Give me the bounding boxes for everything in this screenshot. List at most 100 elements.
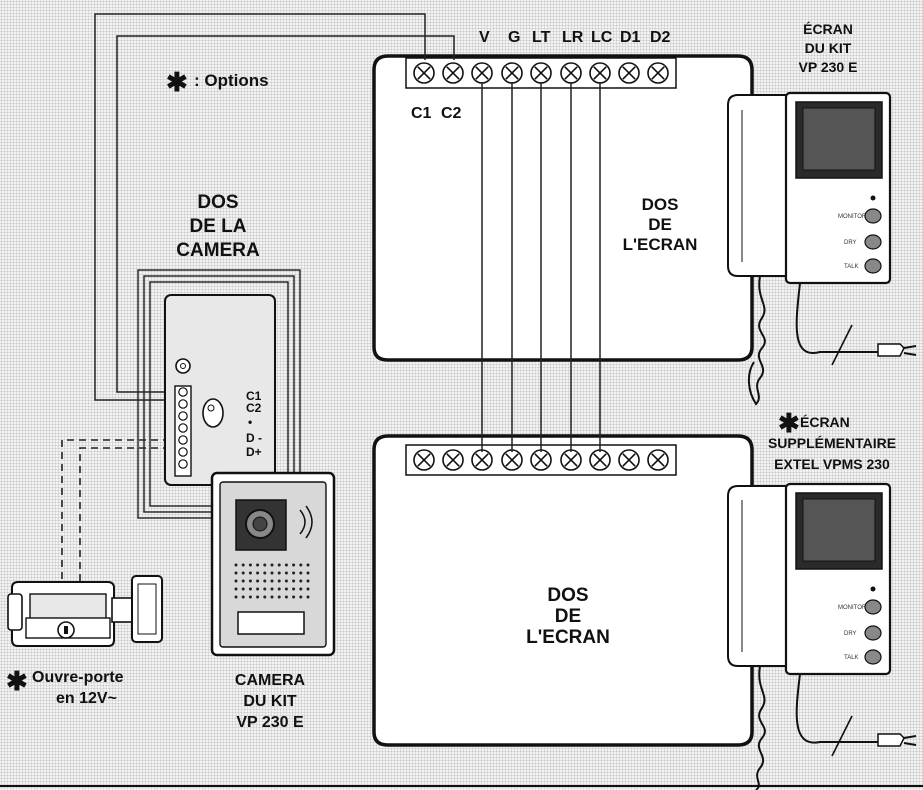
speaker-hole <box>299 571 303 575</box>
terminal-screw-icon <box>560 62 582 84</box>
speaker-hole <box>241 571 245 575</box>
terminal-screw-icon <box>647 62 669 84</box>
speaker-hole <box>241 587 245 591</box>
speaker-hole <box>248 587 252 591</box>
speaker-hole <box>284 563 288 567</box>
adjuster-icon <box>202 398 224 428</box>
speaker-hole <box>299 579 303 583</box>
screen-back-bottom: DOS DE L'ECRAN <box>372 434 754 747</box>
options-legend-text: : Options <box>194 71 269 90</box>
terminal-label-lt: LT <box>532 29 551 46</box>
screen-back-title-line3: L'ECRAN <box>623 235 698 254</box>
power-cord <box>795 282 880 355</box>
terminal-screws-top <box>413 62 669 84</box>
screen-back-title-line1: DOS <box>642 195 679 214</box>
speaker-hole <box>277 587 281 591</box>
speaker-hole <box>256 571 260 575</box>
handset-cord <box>755 665 766 790</box>
terminal-label-d1: D1 <box>620 29 641 46</box>
plug-icon <box>877 733 905 747</box>
speaker-hole <box>248 579 252 583</box>
terminal-screw-icon <box>471 449 493 471</box>
speaker-hole <box>270 579 274 583</box>
speaker-hole <box>263 595 267 599</box>
screen-back-top: V G LT LR LC D1 D2 C1 C2 DOS DE L'ECRAN <box>372 29 754 362</box>
speaker-hole <box>284 587 288 591</box>
speaker-hole <box>292 563 296 567</box>
extra-screen-label-line1: ÉCRAN <box>800 414 850 430</box>
speaker-hole <box>306 595 310 599</box>
speaker-hole <box>299 595 303 599</box>
power-cord <box>795 673 880 744</box>
speaker-hole <box>284 571 288 575</box>
camera-back-title-line1: DOS <box>197 192 238 213</box>
option-star-icon: ✱ <box>166 67 188 97</box>
kit-camera-label-line3: VP 230 E <box>236 714 304 731</box>
terminal-screw-icon <box>413 449 435 471</box>
terminal-screw-icon <box>178 435 188 445</box>
terminal-label-g: G <box>508 29 520 46</box>
speaker-hole <box>284 595 288 599</box>
speaker-hole <box>270 595 274 599</box>
strike-plate <box>131 575 163 643</box>
camera-terminal-screws <box>178 387 188 469</box>
terminal-screw-icon <box>442 449 464 471</box>
terminal-screw-icon <box>530 62 552 84</box>
extra-screen-label-line2: SUPPLÉMENTAIRE <box>768 435 896 451</box>
handset-cord <box>748 275 766 406</box>
terminal-screw-icon <box>589 62 611 84</box>
speaker-hole <box>306 587 310 591</box>
speaker-hole <box>292 579 296 583</box>
camera-back-title-line3: CAMERA <box>176 240 260 261</box>
dry-button-label: DRY <box>844 240 857 246</box>
terminal-screw-icon <box>178 411 188 421</box>
kit-camera-label-line2: DU KIT <box>243 693 297 710</box>
terminal-label-lc: LC <box>591 29 613 46</box>
camera-terminal-label-d-plus: D+ <box>246 445 262 459</box>
door-opener: ✱ Ouvre-porte en 12V~ <box>6 575 163 707</box>
speaker-hole <box>256 587 260 591</box>
terminal-label-c1: C1 <box>411 105 432 122</box>
speaker-hole <box>270 571 274 575</box>
speaker-hole <box>292 587 296 591</box>
terminal-screw-icon <box>178 423 188 433</box>
terminal-screw-icon <box>530 449 552 471</box>
speaker-hole <box>234 579 238 583</box>
speaker-hole <box>241 579 245 583</box>
door-button[interactable] <box>864 234 882 250</box>
screen-back-title-line1: DOS <box>547 585 588 606</box>
camera-terminal-label-c1: C1 <box>246 389 262 403</box>
camera-terminal-label-c2: C2 <box>246 401 262 415</box>
dry-button-label: DRY <box>844 631 857 637</box>
terminal-screw-icon <box>589 449 611 471</box>
door-button[interactable] <box>864 625 882 641</box>
terminal-screw-icon <box>618 449 640 471</box>
talk-button[interactable] <box>864 649 882 665</box>
terminal-screw-icon <box>501 62 523 84</box>
monitor-button[interactable] <box>864 599 882 615</box>
talk-button[interactable] <box>864 258 882 274</box>
terminal-screw-icon <box>178 459 188 469</box>
handset <box>727 485 791 667</box>
speaker-hole <box>263 563 267 567</box>
terminal-label-lr: LR <box>562 29 584 46</box>
speaker-hole <box>263 571 267 575</box>
door-opener-label-line2: en 12V~ <box>56 690 117 707</box>
speaker-hole <box>306 563 310 567</box>
kit-monitor: ÉCRAN DU KIT VP 230 E MONITOR DRY TALK <box>727 21 917 406</box>
monitor-button-label: MONITOR <box>838 605 867 611</box>
speaker-hole <box>234 571 238 575</box>
kit-camera-front: CAMERA DU KIT VP 230 E <box>210 471 336 731</box>
speaker-hole <box>306 571 310 575</box>
camera-terminal-label-d-minus: D - <box>246 431 262 445</box>
speaker-hole <box>306 579 310 583</box>
interconnect-wires <box>481 82 601 452</box>
speaker-hole <box>277 579 281 583</box>
screen-back-title-line2: DE <box>648 215 672 234</box>
monitor-button[interactable] <box>864 208 882 224</box>
camera-back-title-line2: DE LA <box>190 216 247 237</box>
options-legend: ✱ : Options <box>166 67 269 97</box>
kit-screen-label-line3: VP 230 E <box>799 59 858 75</box>
extra-monitor: ✱ ÉCRAN SUPPLÉMENTAIRE EXTEL VPMS 230 MO… <box>727 408 917 790</box>
